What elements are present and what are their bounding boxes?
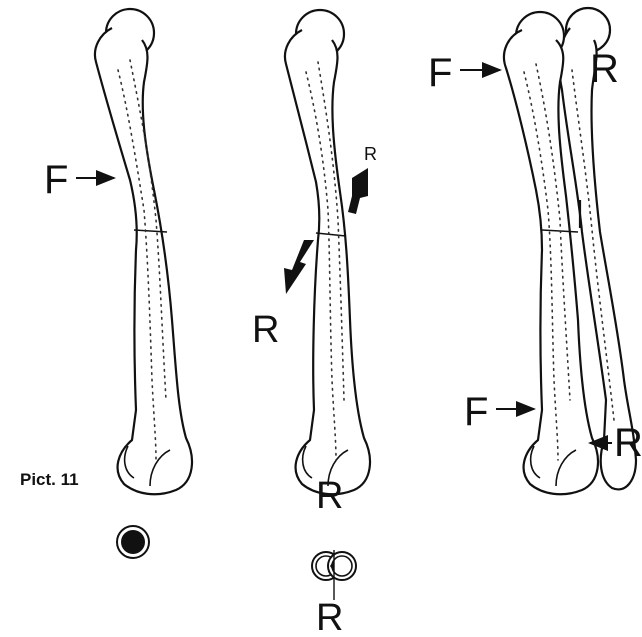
femur-middle	[285, 10, 370, 494]
figure-caption: Pict. 11	[20, 470, 79, 489]
label-r-right-bottom: R	[614, 421, 642, 465]
label-f-right-bottom: F	[464, 390, 488, 434]
rotation-arrow-upper	[348, 168, 368, 214]
cross-section-middle	[312, 550, 356, 600]
label-r-cross-top: R	[316, 475, 343, 517]
label-r-cross-bottom: R	[316, 597, 343, 637]
label-r-small: R	[364, 144, 377, 164]
femur-left	[95, 9, 192, 558]
femur-left-shaft	[95, 28, 192, 494]
label-f-left: F	[44, 158, 68, 202]
label-r-big: R	[252, 309, 279, 351]
label-f-right-top: F	[428, 51, 452, 95]
rotation-arrow-lower	[284, 240, 314, 294]
label-r-right-top: R	[590, 47, 619, 91]
